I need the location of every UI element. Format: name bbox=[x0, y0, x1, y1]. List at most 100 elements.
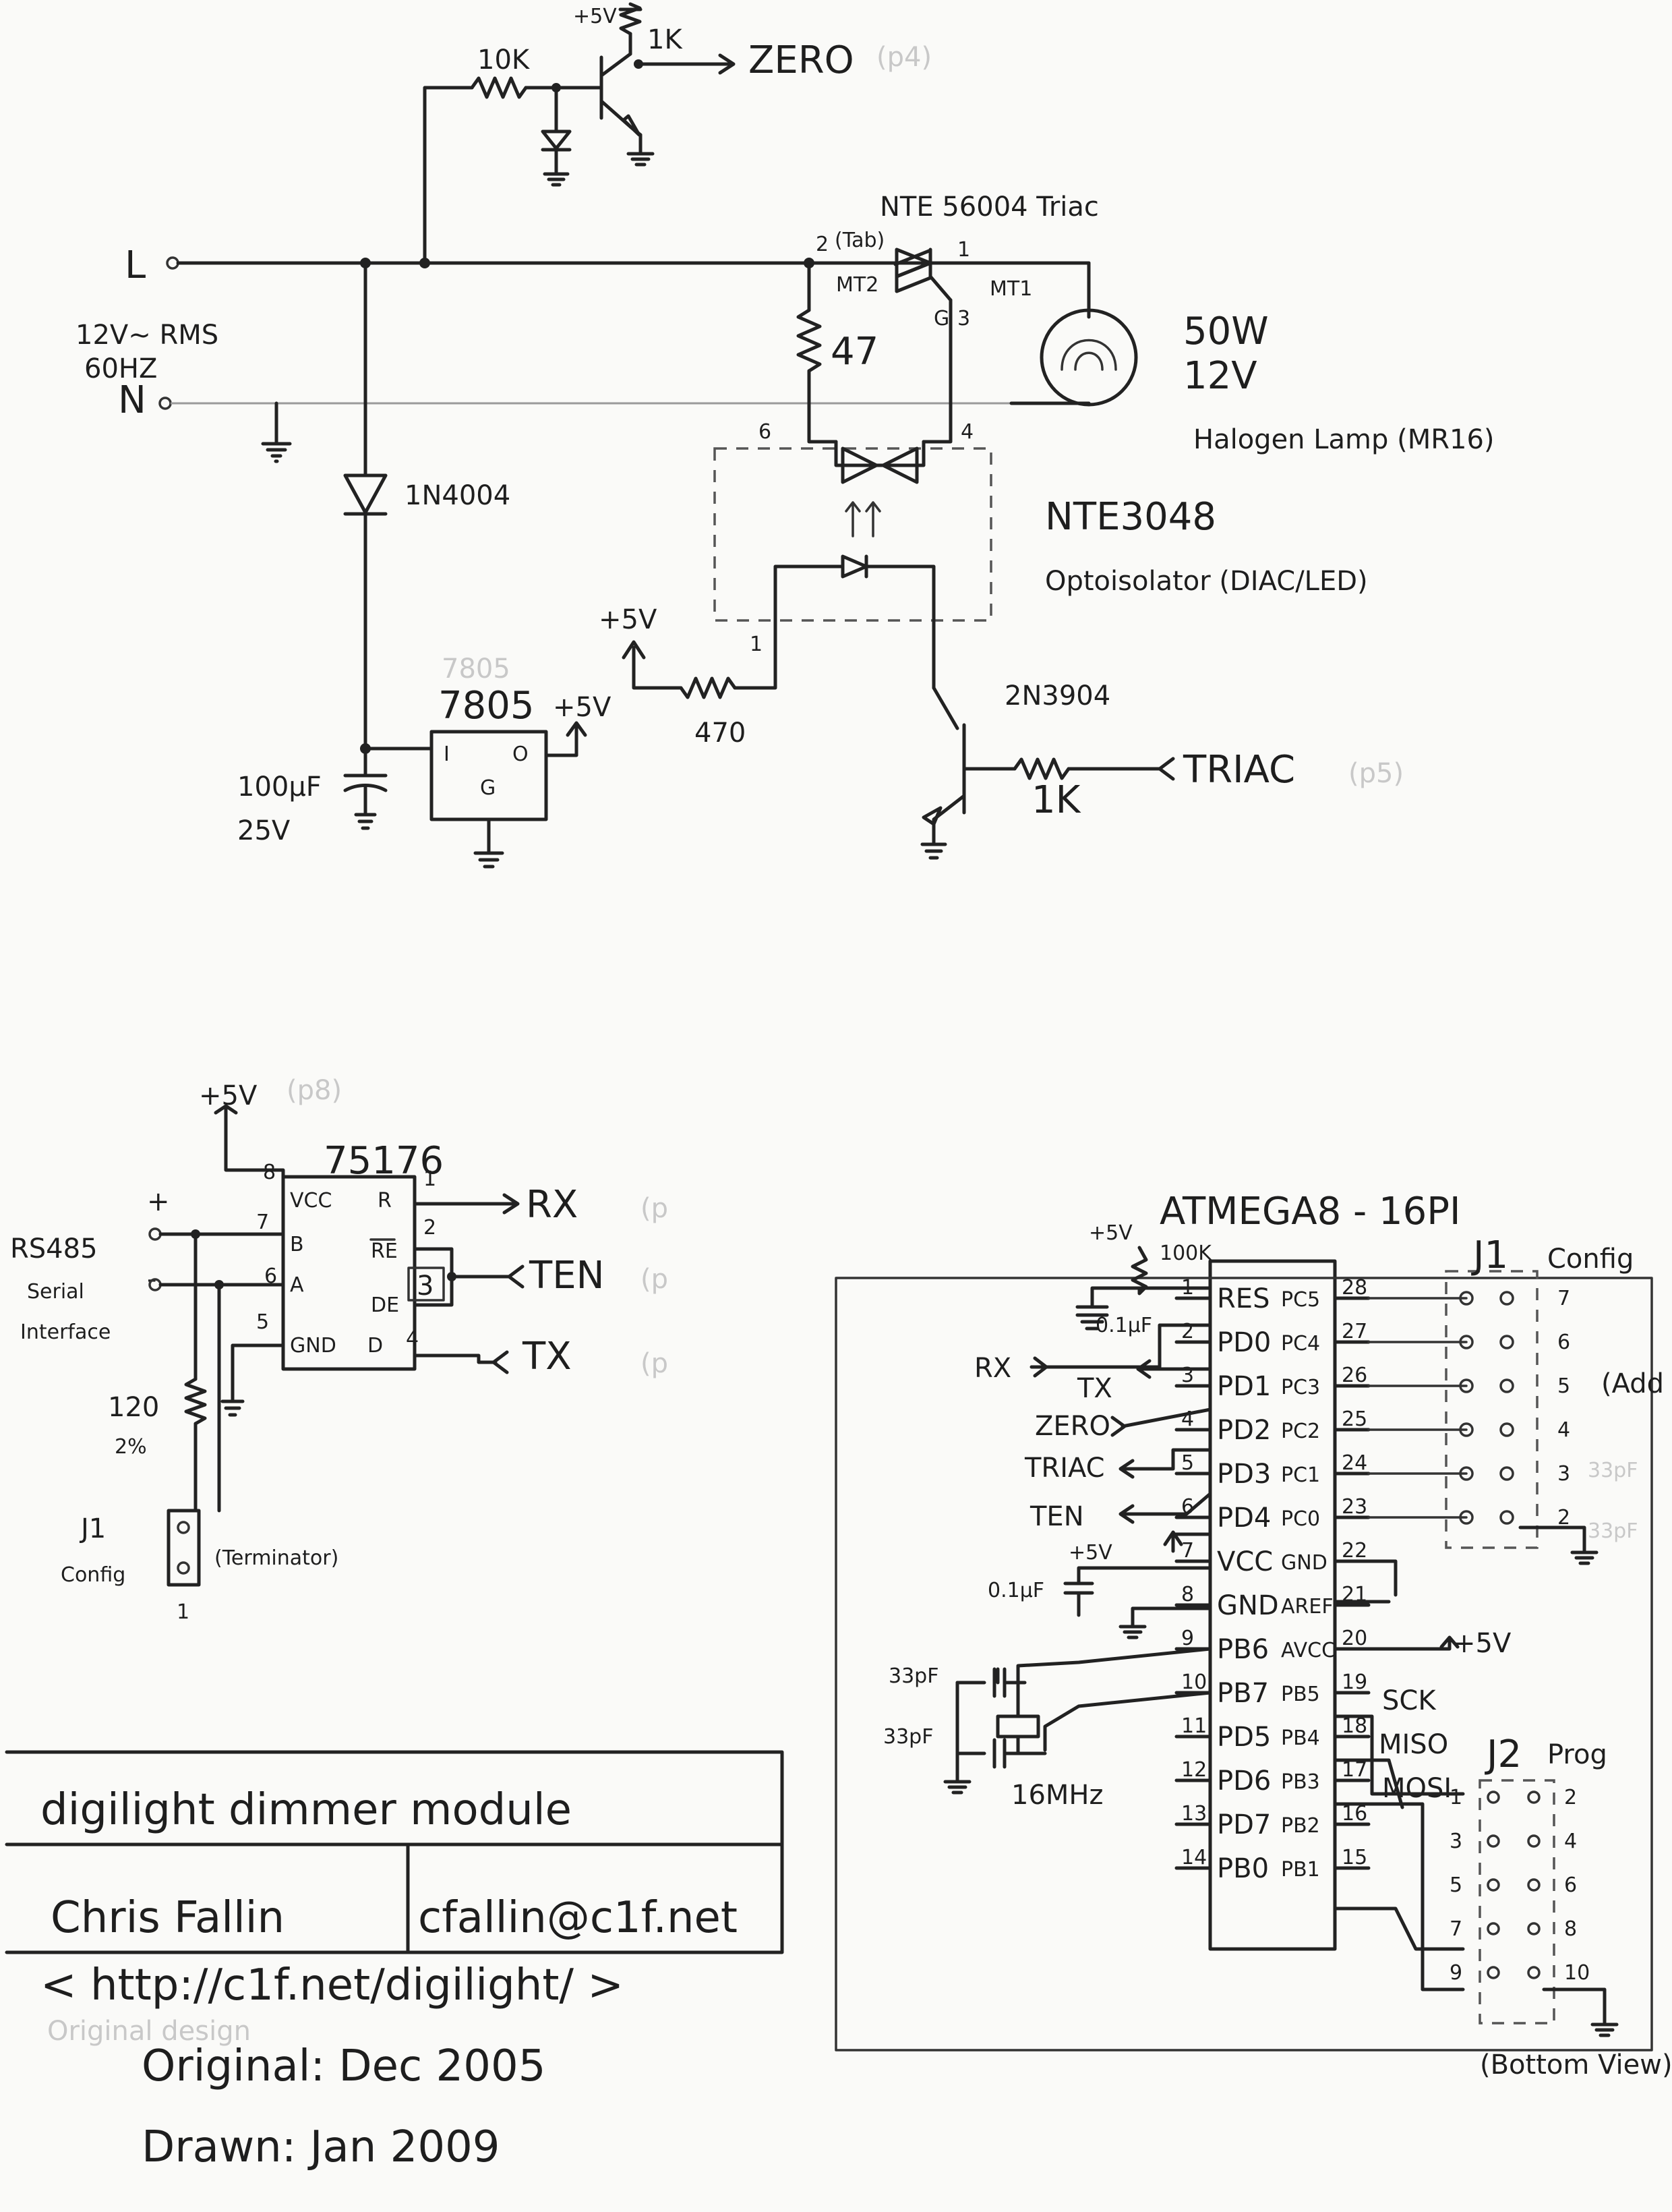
mcu-right-pin-name: PC3 bbox=[1281, 1376, 1320, 1399]
optoisolator: 6 4 NTE3048 Optoisolator (DIAC/LED) 1 47… bbox=[599, 420, 1368, 749]
label-opto-pin6: 6 bbox=[758, 420, 771, 444]
label-reg: 7805 bbox=[438, 684, 535, 728]
mcu-right-pin-name: PB4 bbox=[1281, 1726, 1320, 1750]
label-a: A bbox=[290, 1273, 304, 1297]
label-r470: 470 bbox=[694, 718, 746, 749]
j1-pin-hole bbox=[1499, 1510, 1514, 1525]
label-sig-rx: RX bbox=[974, 1353, 1011, 1384]
label-mt1: MT1 bbox=[990, 277, 1032, 301]
jumper-j1-rs485 bbox=[167, 1509, 201, 1587]
j2-pin-hole bbox=[1527, 1966, 1541, 1979]
j1-pin-label: 3 bbox=[1557, 1462, 1570, 1486]
mcu-left-pin-name: VCC bbox=[1217, 1546, 1273, 1577]
label-sig-ten: TEN bbox=[1029, 1501, 1084, 1532]
mcu-left-pin-num: 3 bbox=[1181, 1364, 1194, 1387]
label-avcc-supply: +5V bbox=[1453, 1628, 1512, 1659]
mcu-left-pin-name: GND bbox=[1217, 1590, 1279, 1621]
j1-pin-hole bbox=[1459, 1422, 1474, 1437]
label-triac-in: TRIAC bbox=[1183, 748, 1295, 792]
mcu-right-pin-num: 18 bbox=[1342, 1714, 1367, 1738]
j2-left-pin-label: 1 bbox=[1450, 1786, 1462, 1809]
chip-75176 bbox=[281, 1175, 417, 1371]
label-j2: J2 bbox=[1485, 1733, 1522, 1776]
resistor-1k-base bbox=[1013, 757, 1071, 780]
mcu-right-pin-num: 15 bbox=[1342, 1846, 1367, 1869]
mcu-right-pin-name: PC1 bbox=[1281, 1463, 1320, 1487]
mcu-left-pin-num: 5 bbox=[1181, 1451, 1194, 1475]
email-text: cfallin@c1f.net bbox=[418, 1893, 738, 1943]
title-block: digilight dimmer module Chris Fallin cfa… bbox=[5, 1750, 784, 2172]
label-mt2: MT2 bbox=[836, 273, 878, 297]
mcu-left-pin-name: PB7 bbox=[1217, 1678, 1269, 1709]
label-pin3: 3 bbox=[417, 1271, 434, 1302]
zero-cross-detector: 10K +5V 1K ZERO (p4) bbox=[423, 2, 932, 265]
label-b: B bbox=[290, 1233, 304, 1256]
resistor-10k bbox=[470, 76, 528, 99]
mcu-left-pin-num: 4 bbox=[1181, 1407, 1194, 1431]
label-rs485-j1-cfg: Config bbox=[61, 1563, 125, 1587]
mcu-left-pin-name: PD4 bbox=[1217, 1503, 1271, 1534]
mcu-left-pin-name: PB0 bbox=[1217, 1853, 1269, 1884]
j1-pin-label: 6 bbox=[1557, 1331, 1570, 1354]
j1-pin-hole bbox=[1459, 1378, 1474, 1393]
label-r: R bbox=[378, 1189, 392, 1213]
mcu-right-pin-num: 25 bbox=[1342, 1407, 1367, 1431]
label-supply: 12V~ RMS bbox=[76, 320, 218, 351]
label-lamp-name: Halogen Lamp (MR16) bbox=[1193, 424, 1495, 455]
label-opto-supply: +5V bbox=[599, 604, 657, 635]
mcu-right-pin-name: PC5 bbox=[1281, 1288, 1320, 1312]
label-pin2: 2 bbox=[816, 233, 829, 256]
clamp-diode bbox=[541, 129, 572, 152]
label-pin5: 5 bbox=[256, 1310, 269, 1334]
label-ten: TEN bbox=[529, 1254, 604, 1298]
mcu-left-pin-name: PD6 bbox=[1217, 1766, 1271, 1797]
label-de: DE bbox=[371, 1293, 399, 1317]
label-tab: (Tab) bbox=[835, 229, 885, 252]
j2-left-pin-label: 7 bbox=[1450, 1917, 1462, 1941]
mcu-left-pin-name: RES bbox=[1217, 1283, 1270, 1314]
label-sig-zero: ZERO bbox=[1035, 1411, 1110, 1442]
capacitor-100uf bbox=[343, 747, 388, 830]
label-reg-i: I bbox=[444, 743, 450, 766]
j2-pin-hole bbox=[1487, 1834, 1500, 1848]
label-reg-g: G bbox=[480, 776, 496, 800]
label-xtal-c1: 33pF bbox=[889, 1664, 938, 1688]
label-iface-3: Interface bbox=[20, 1320, 111, 1344]
resistor-1k-pullup bbox=[619, 2, 642, 36]
label-ghost-ref2: (p bbox=[640, 1264, 668, 1295]
mains-triac-section: L 12V~ RMS 60HZ N NTE 56004 Triac 2 (Tab… bbox=[76, 192, 1495, 463]
label-line: L bbox=[125, 243, 146, 287]
mcu-left-pin-name: PB6 bbox=[1217, 1634, 1269, 1665]
label-tx: TX bbox=[522, 1335, 572, 1378]
ground-symbol bbox=[543, 172, 570, 187]
label-iface-2: Serial bbox=[27, 1280, 84, 1304]
mcu-right-pin-num: 20 bbox=[1342, 1627, 1367, 1650]
label-reg-ghost: 7805 bbox=[442, 653, 510, 685]
label-sig-triac: TRIAC bbox=[1024, 1453, 1105, 1484]
label-opto-desc: Optoisolator (DIAC/LED) bbox=[1045, 566, 1368, 597]
halogen-lamp bbox=[1040, 308, 1138, 407]
j2-pin-hole bbox=[1527, 1922, 1541, 1936]
mcu-right-pin-num: 16 bbox=[1342, 1802, 1367, 1826]
label-zero-supply: +5V bbox=[573, 5, 617, 28]
diode-1n4004 bbox=[343, 473, 388, 516]
label-diode: 1N4004 bbox=[405, 480, 510, 511]
label-1k-pull: 1K bbox=[647, 24, 683, 55]
label-vcc-supply: +5V bbox=[1069, 1541, 1112, 1565]
label-sig-tx: TX bbox=[1077, 1373, 1112, 1404]
label-rs485-j1-pin: 1 bbox=[177, 1600, 189, 1624]
label-xtal-c2: 33pF bbox=[883, 1725, 933, 1749]
label-term-p: 2% bbox=[115, 1435, 147, 1459]
label-zero-ref: (p4) bbox=[876, 42, 932, 73]
label-res-r: 100K bbox=[1160, 1242, 1212, 1265]
label-pin8: 8 bbox=[263, 1161, 276, 1184]
mcu-left-pin-name: PD7 bbox=[1217, 1809, 1271, 1840]
mcu-right-pin-name: PC0 bbox=[1281, 1507, 1320, 1531]
label-terminator: (Terminator) bbox=[214, 1546, 338, 1570]
label-zero-out: ZERO bbox=[748, 38, 854, 82]
j2-pin-hole bbox=[1487, 1966, 1500, 1979]
j2-left-pin-label: 3 bbox=[1450, 1830, 1462, 1853]
